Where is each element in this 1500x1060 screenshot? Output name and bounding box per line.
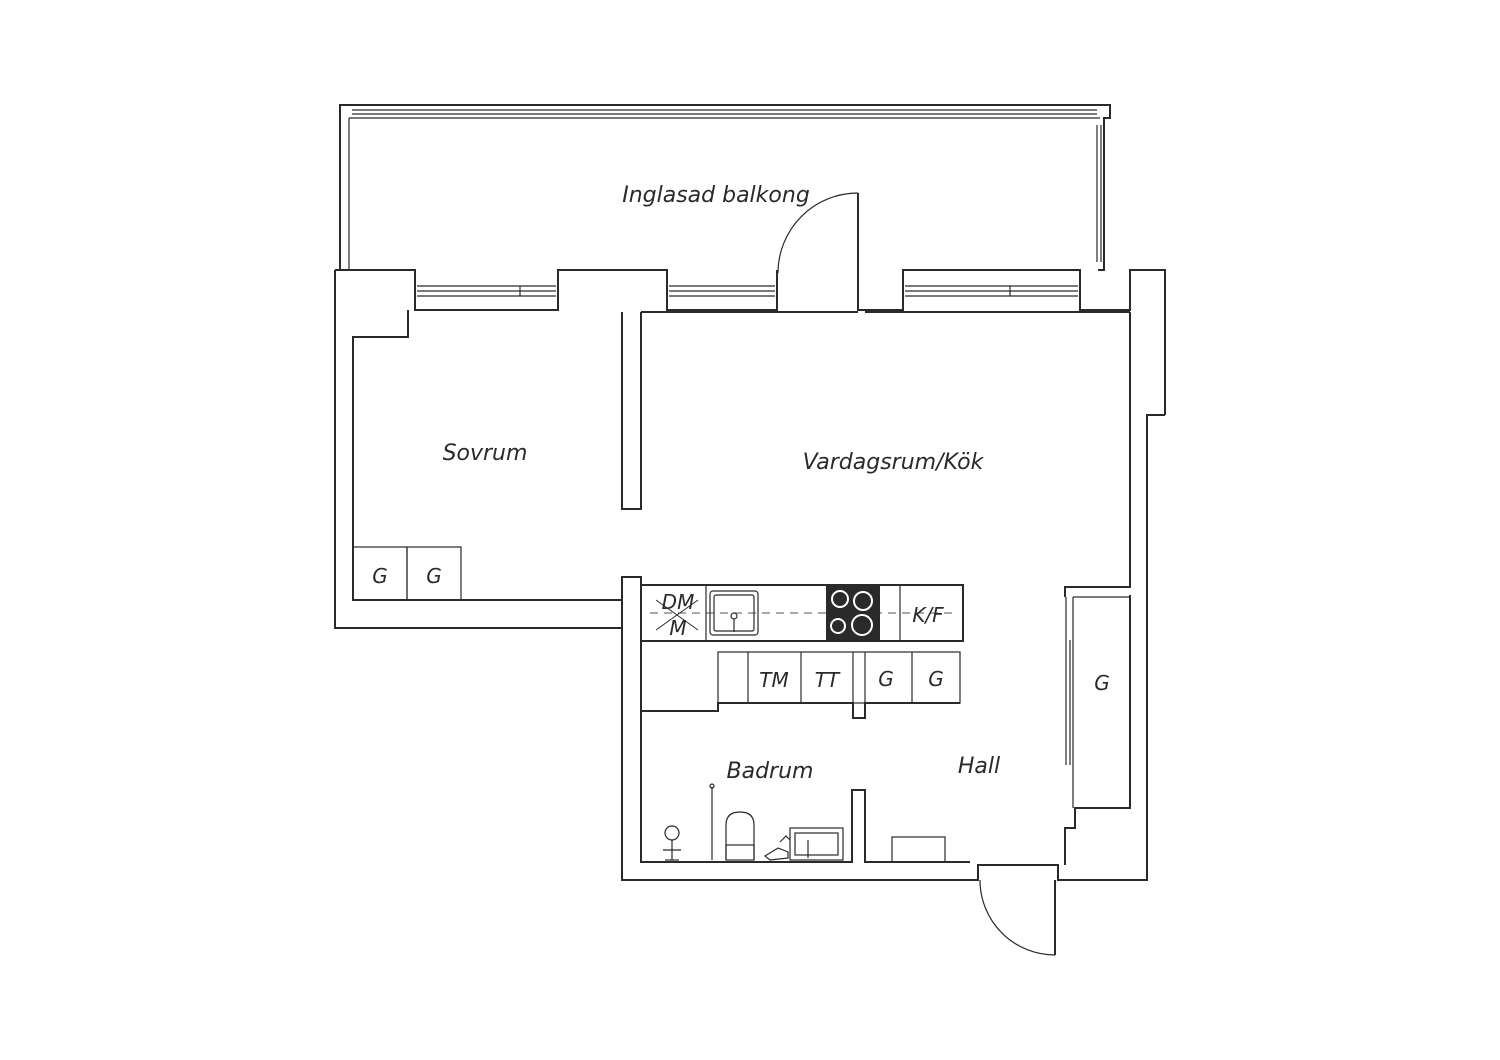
label-bedroom-wardrobe-2: G — [426, 564, 442, 588]
label-washing-machine: TM — [759, 668, 788, 692]
balcony-door — [777, 192, 859, 274]
label-dishwasher-bottom: M — [669, 616, 686, 640]
east-wall — [1045, 414, 1165, 881]
label-hall-cabinet-2: G — [928, 667, 944, 691]
label-fridge-freezer: K/F — [912, 603, 944, 627]
hall-wardrobe — [1065, 596, 1130, 808]
balcony — [339, 104, 1111, 271]
south-west-wall — [621, 628, 1045, 881]
shower — [663, 783, 715, 861]
label-hall-cabinet-1: G — [878, 667, 894, 691]
window-bedroom — [417, 285, 556, 297]
window-living-2 — [905, 285, 1078, 297]
room-label-hall: Hall — [958, 754, 1000, 779]
label-dishwasher-top: DM — [662, 590, 695, 614]
appliance-row — [717, 651, 961, 704]
room-label-bathroom: Badrum — [727, 759, 814, 784]
living-east-inner — [1064, 312, 1131, 597]
toilet — [725, 811, 755, 861]
label-hall-wardrobe: G — [1094, 671, 1110, 695]
bath-inner — [640, 640, 970, 863]
room-label-bedroom: Sovrum — [443, 441, 528, 466]
balcony-outline — [339, 104, 1111, 271]
bedroom-partition — [621, 312, 642, 510]
bathroom-sink — [763, 827, 844, 861]
label-tumble-dryer: TT — [815, 668, 841, 692]
entry-door — [979, 879, 1056, 956]
kitchen-counter — [640, 584, 964, 642]
bath-north-wall — [641, 702, 960, 719]
bedroom-wardrobes — [352, 546, 462, 601]
window-living-1 — [669, 285, 775, 297]
room-label-living-kitchen: Vardagsrum/Kök — [803, 450, 985, 475]
kitchen-sink — [709, 590, 759, 636]
hall-east-inner — [1064, 595, 1131, 865]
hall-bench — [891, 836, 946, 863]
room-label-balcony: Inglasad balkong — [622, 183, 810, 208]
label-bedroom-wardrobe-1: G — [372, 564, 388, 588]
west-wall — [334, 270, 642, 629]
exterior-wall-top — [335, 269, 1166, 415]
